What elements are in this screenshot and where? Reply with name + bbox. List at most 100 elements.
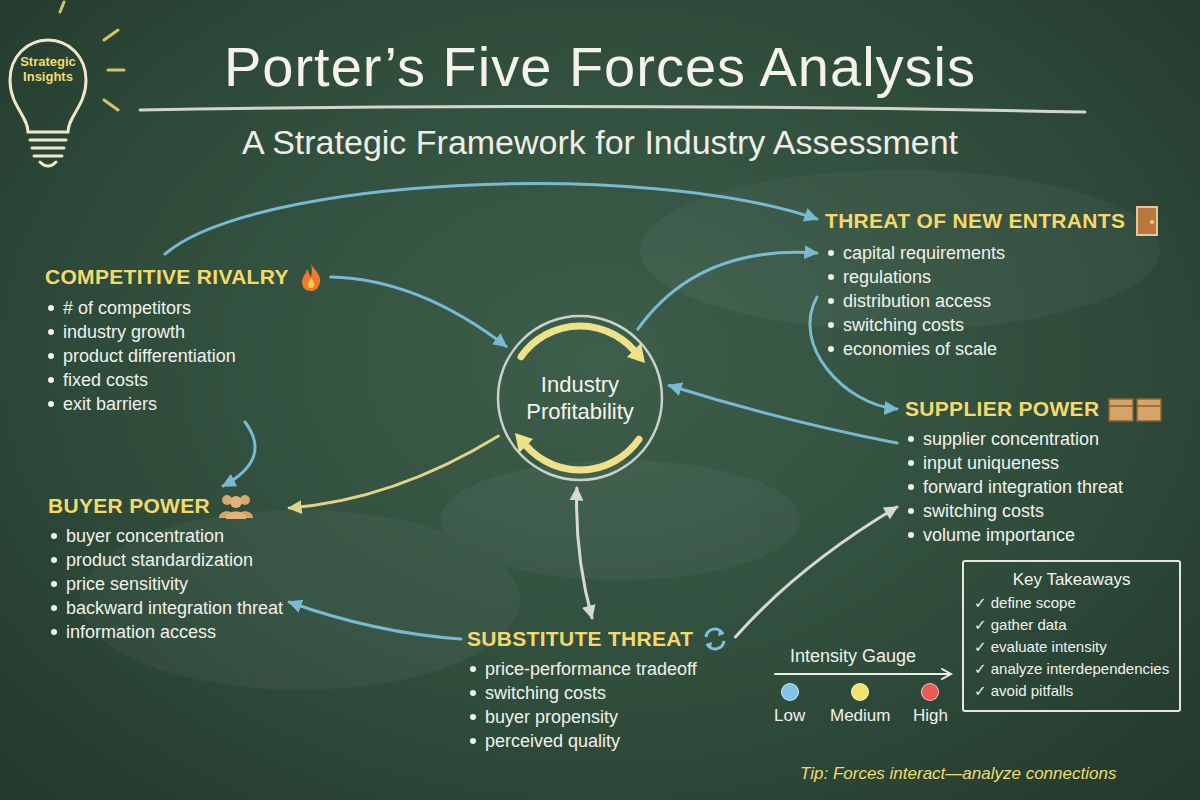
bullet-item: capital requirements xyxy=(825,241,1161,265)
force-heading: SUPPLIER POWER xyxy=(905,396,1099,422)
bullet-dot xyxy=(51,533,57,539)
bullet-item: regulations xyxy=(825,265,1161,289)
bullet-item: fixed costs xyxy=(45,368,325,392)
bullet-item: switching costs xyxy=(905,499,1163,523)
bullet-item: switching costs xyxy=(467,681,729,705)
gauge-swatch xyxy=(781,683,799,701)
bullet-dot xyxy=(48,401,54,407)
bullet-dot xyxy=(908,532,914,538)
force-icon xyxy=(1133,205,1161,237)
gauge-level: High xyxy=(913,706,948,726)
bullet-text: industry growth xyxy=(63,322,185,342)
force-icon xyxy=(701,625,729,653)
force-arrow xyxy=(289,602,461,639)
gauge-title: Intensity Gauge xyxy=(790,646,916,667)
bullet-item: forward integration threat xyxy=(905,475,1163,499)
force-heading: SUBSTITUTE THREAT xyxy=(467,626,693,652)
bullet-text: exit barriers xyxy=(63,394,157,414)
bullet-item: product standardization xyxy=(48,548,283,572)
center-circle: Industry Profitability xyxy=(495,313,665,483)
bullet-dot xyxy=(48,329,54,335)
force-group: SUBSTITUTE THREAT price-performance trade… xyxy=(467,625,729,753)
force-arrow xyxy=(669,385,897,443)
bullet-dot xyxy=(828,322,834,328)
bullet-dot xyxy=(470,666,476,672)
bullet-text: fixed costs xyxy=(63,370,148,390)
bullet-text: volume importance xyxy=(923,525,1075,545)
bullet-dot xyxy=(470,690,476,696)
force-arrow xyxy=(289,436,498,508)
bullet-text: perceived quality xyxy=(485,731,620,751)
force-group: BUYER POWER buyer concentration product st… xyxy=(48,492,283,644)
bullet-text: input uniqueness xyxy=(923,453,1059,473)
bullet-item: backward integration threat xyxy=(48,596,283,620)
bullet-text: # of competitors xyxy=(63,298,191,318)
bullet-item: switching costs xyxy=(825,313,1161,337)
bullet-dot xyxy=(908,484,914,490)
center-text: Industry Profitability xyxy=(510,371,650,425)
bullet-item: price-performance tradeoff xyxy=(467,657,729,681)
force-heading: COMPETITIVE RIVALRY xyxy=(45,264,289,290)
force-arrow xyxy=(223,422,255,486)
subtitle: A Strategic Framework for Industry Asses… xyxy=(0,122,1200,162)
bullet-dot xyxy=(51,629,57,635)
bullet-item: input uniqueness xyxy=(905,451,1163,475)
bullet-item: # of competitors xyxy=(45,296,325,320)
title-text: Porter’s Five Forces Analysis xyxy=(0,34,1200,99)
gauge-level: Medium xyxy=(830,706,890,726)
force-heading-row: SUBSTITUTE THREAT xyxy=(467,625,729,653)
force-heading: BUYER POWER xyxy=(48,493,210,519)
check-item: ✓ analyze interdependencies xyxy=(974,658,1169,680)
check-item: ✓ evaluate intensity xyxy=(974,636,1169,658)
force-heading-row: SUPPLIER POWER xyxy=(905,395,1163,423)
force-group: SUPPLIER POWER supplier concentration inpu… xyxy=(905,395,1163,547)
bullet-text: supplier concentration xyxy=(923,429,1099,449)
bullet-dot xyxy=(48,305,54,311)
bullet-dot xyxy=(470,714,476,720)
force-arrow xyxy=(165,184,817,254)
box-heading: Key Takeaways xyxy=(974,568,1169,592)
check-item: ✓ define scope xyxy=(974,592,1169,614)
bullet-text: buyer concentration xyxy=(66,526,224,546)
bullet-dot xyxy=(48,353,54,359)
force-group: THREAT OF NEW ENTRANTS capital requiremen… xyxy=(825,205,1161,361)
bullet-text: switching costs xyxy=(843,315,964,335)
bullet-text: product standardization xyxy=(66,550,253,570)
bullet-item: perceived quality xyxy=(467,729,729,753)
bullet-dot xyxy=(828,250,834,256)
bullet-item: buyer concentration xyxy=(48,524,283,548)
force-arrow xyxy=(638,252,817,329)
circle-text-wrap: Industry Profitability xyxy=(495,313,665,483)
bullet-item: volume importance xyxy=(905,523,1163,547)
force-group: COMPETITIVE RIVALRY # of competitors indus… xyxy=(45,262,325,416)
check-item: ✓ avoid pitfalls xyxy=(974,680,1169,702)
lightbulb-node: Strategic Insights xyxy=(2,20,94,180)
bullet-text: economies of scale xyxy=(843,339,997,359)
gauge-swatch xyxy=(921,683,939,701)
bulb-text: Strategic Insights xyxy=(6,54,90,84)
bullet-item: exit barriers xyxy=(45,392,325,416)
bullet-item: buyer propensity xyxy=(467,705,729,729)
check-item: ✓ gather data xyxy=(974,614,1169,636)
bullet-text: price sensitivity xyxy=(66,574,188,594)
bullet-dot xyxy=(908,460,914,466)
bullet-dot xyxy=(828,346,834,352)
force-heading-row: BUYER POWER xyxy=(48,492,283,520)
force-arrow xyxy=(577,488,592,618)
gauge-level: Low xyxy=(774,706,805,726)
bullet-item: information access xyxy=(48,620,283,644)
bullet-dot xyxy=(470,738,476,744)
bullet-text: switching costs xyxy=(923,501,1044,521)
takeaway-box: Key Takeaways✓ define scope✓ gather data… xyxy=(962,560,1181,712)
bullet-text: price-performance tradeoff xyxy=(485,659,697,679)
bullet-text: backward integration threat xyxy=(66,598,283,618)
force-heading: THREAT OF NEW ENTRANTS xyxy=(825,208,1125,234)
bullet-dot xyxy=(908,508,914,514)
bullet-item: supplier concentration xyxy=(905,427,1163,451)
bullet-text: switching costs xyxy=(485,683,606,703)
gauge-swatch xyxy=(851,683,869,701)
bullet-text: capital requirements xyxy=(843,243,1005,263)
force-arrow xyxy=(735,507,897,637)
force-icon xyxy=(218,492,254,520)
bullet-dot xyxy=(48,377,54,383)
